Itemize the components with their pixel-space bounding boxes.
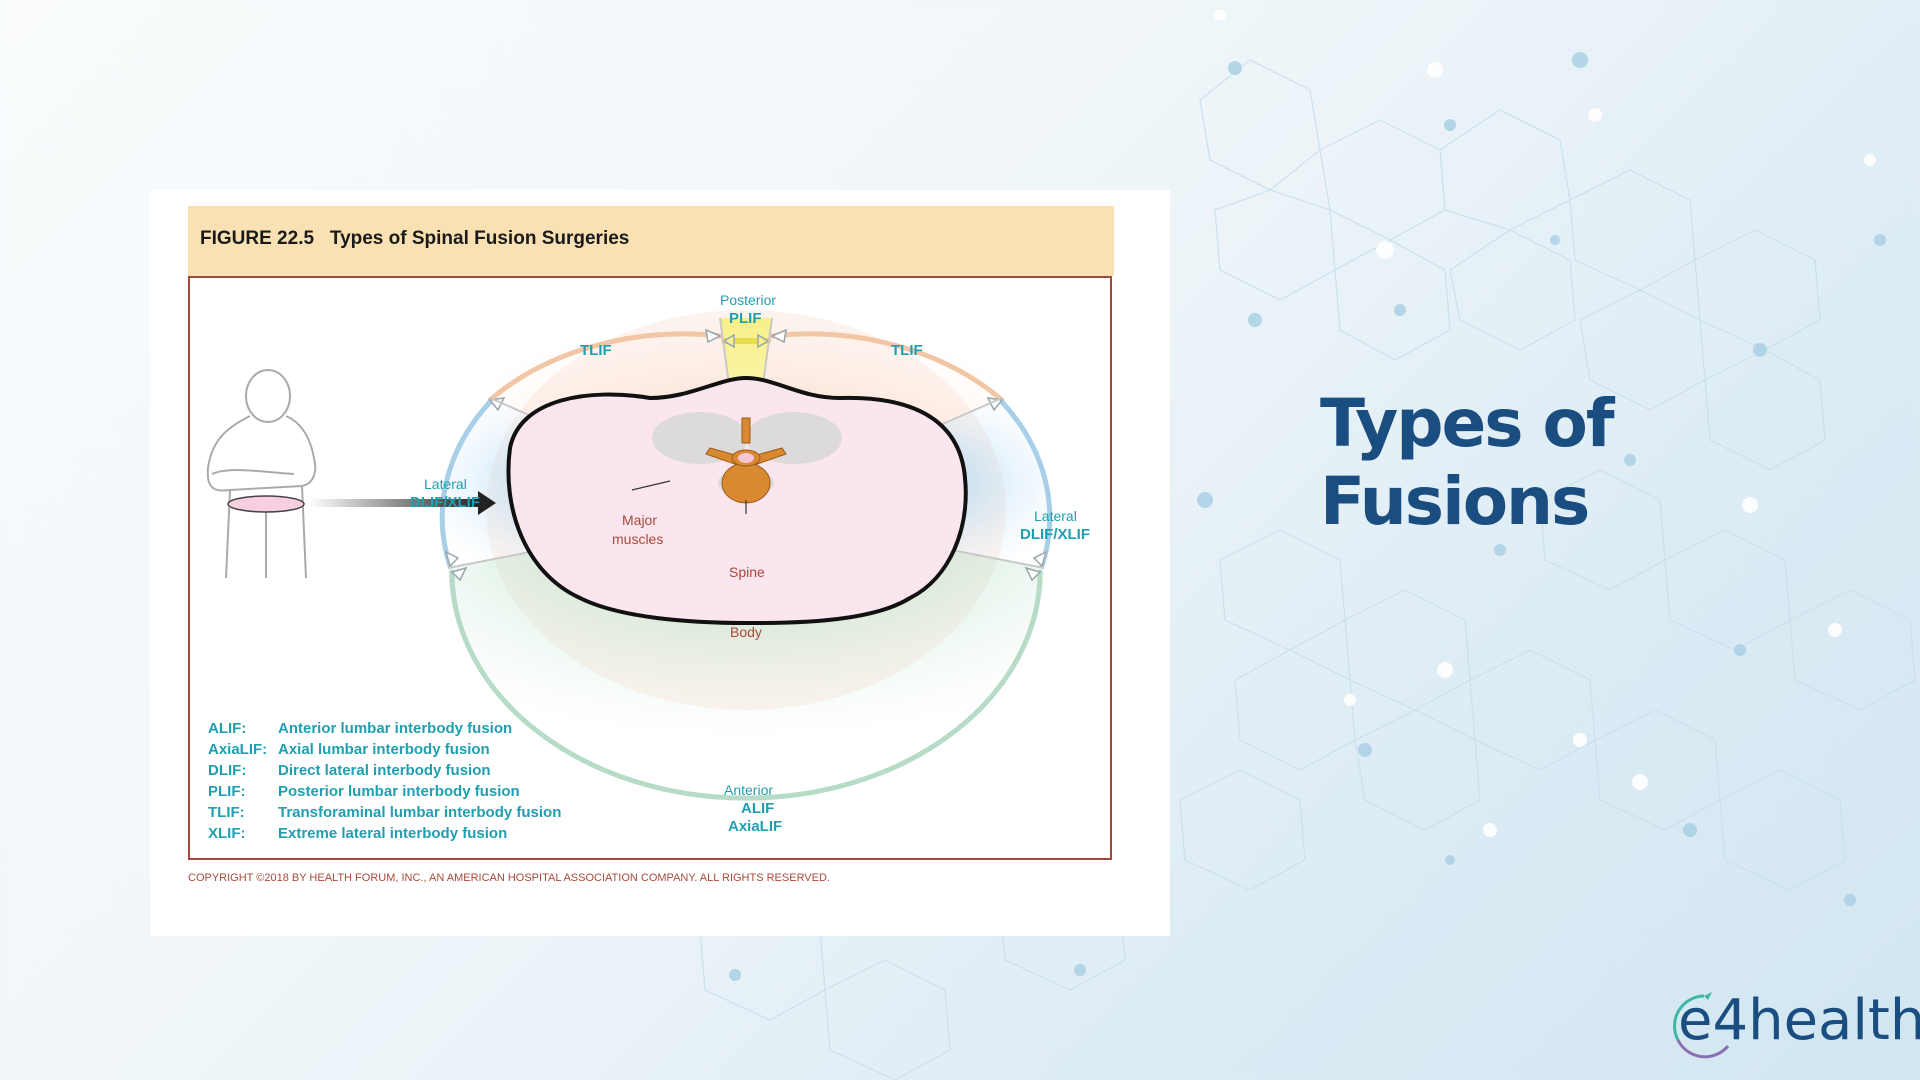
figure-card: FIGURE 22.5 Types of Spinal Fusion Surge… (150, 190, 1170, 936)
label-body: Body (730, 624, 762, 640)
label-lateral-left: Lateral (424, 476, 467, 492)
person-figure-icon (206, 369, 317, 579)
label-muscles: muscles (612, 531, 664, 547)
spinal-canal (738, 453, 754, 463)
label-plif: PLIF (729, 310, 762, 327)
legend-item: PLIF:Posterior lumbar interbody fusion (208, 783, 520, 800)
figure-header: FIGURE 22.5 Types of Spinal Fusion Surge… (188, 206, 1114, 276)
copyright-notice: COPYRIGHT ©2018 BY HEALTH FORUM, INC., A… (188, 872, 830, 884)
legend-item: TLIF:Transforaminal lumbar interbody fus… (208, 804, 562, 821)
label-tlif-right: TLIF (891, 342, 923, 359)
cross-section-plane (227, 495, 305, 513)
label-lateral-right: Lateral (1034, 508, 1077, 524)
label-spine: Spine (729, 564, 765, 580)
view-arrow-head (478, 491, 496, 515)
legend-item: XLIF:Extreme lateral interbody fusion (208, 825, 508, 842)
arc-arrowheads (444, 328, 1048, 582)
legend-item: DLIF:Direct lateral interbody fusion (208, 762, 491, 779)
logo-text: e4health (1678, 988, 1920, 1053)
e4health-logo: e4health (1668, 988, 1920, 1060)
label-major: Major (622, 512, 658, 528)
figure-frame: Posterior PLIF TLIF TLIF Lateral DLIF/XL… (188, 276, 1112, 860)
figure-title: FIGURE 22.5 Types of Spinal Fusion Surge… (200, 228, 630, 249)
label-dlif-left: DLIF/XLIF (410, 494, 480, 511)
slide-title-line-2: Fusions (1320, 463, 1590, 540)
label-tlif-left: TLIF (580, 342, 612, 359)
logo-ring-icon (1673, 992, 1730, 1059)
label-axialif: AxiaLIF (728, 818, 783, 835)
slide-title-line-1: Types of (1320, 385, 1615, 462)
view-arrow-shaft (310, 499, 480, 507)
label-dlif-right: DLIF/XLIF (1020, 526, 1090, 543)
legend-item: AxiaLIF:Axial lumbar interbody fusion (208, 741, 490, 758)
label-posterior: Posterior (720, 292, 777, 308)
approach-arcs (439, 331, 1053, 801)
muscles-pointer (631, 480, 671, 491)
slide-title: Types of Fusions (1320, 385, 1740, 541)
spinal-fusion-diagram (206, 278, 1053, 801)
label-alif: ALIF (741, 800, 775, 817)
legend-item: ALIF:Anterior lumbar interbody fusion (208, 720, 513, 737)
abbreviation-legend: ALIF:Anterior lumbar interbody fusion Ax… (208, 718, 561, 844)
label-anterior: Anterior (724, 782, 774, 798)
